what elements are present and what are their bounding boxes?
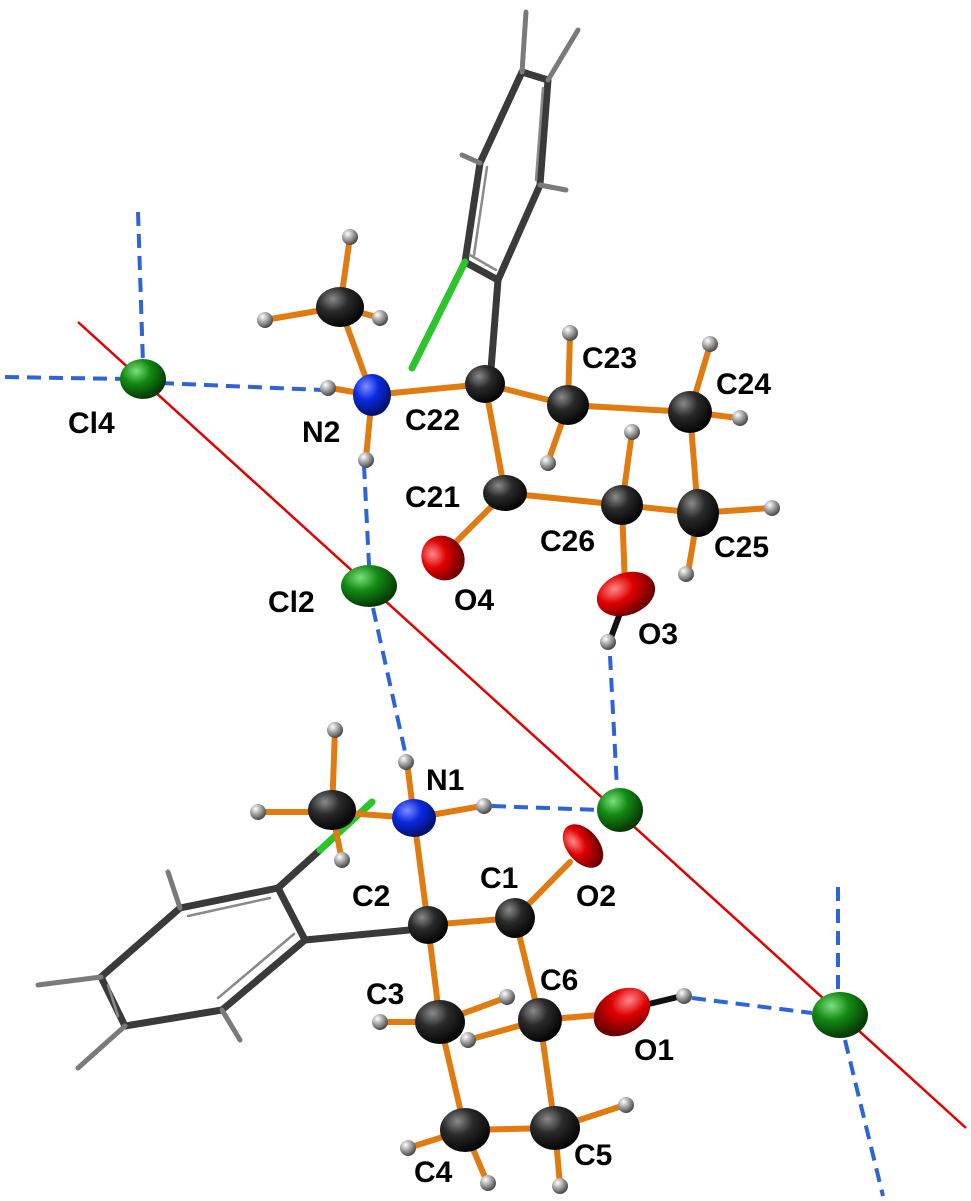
hbond-o1-h-cl	[691, 996, 813, 1015]
orange-bonds	[255, 234, 773, 1188]
label-o4: O4	[454, 584, 494, 617]
label-c3: C3	[366, 978, 404, 1011]
atom-n1	[392, 799, 436, 837]
atom-c4	[440, 1108, 490, 1152]
label-c26: C26	[540, 525, 595, 558]
atom-c3	[415, 1000, 465, 1044]
upper-f-stub	[408, 258, 469, 372]
atom-cl2	[341, 565, 397, 607]
atom-labels: Cl4 N2 C22 C23 C24 C21 C26 C25 Cl2 O4 O3…	[68, 342, 771, 1189]
hbond-cl-down	[843, 1039, 885, 1197]
hbond-cl4-left	[4, 375, 128, 381]
label-n1: N1	[426, 764, 464, 797]
hbond-n2-h-cl2	[362, 464, 371, 566]
atom-c22	[465, 365, 505, 403]
hbond-o3-h-cl	[608, 655, 619, 789]
atom-c21	[483, 475, 527, 511]
atom-n2	[353, 374, 391, 416]
label-c1: C1	[480, 862, 518, 895]
hbond-n1-h-cl	[491, 804, 601, 812]
lower-phenyl-inner	[106, 896, 296, 1018]
label-c21: C21	[405, 481, 460, 514]
label-n2: N2	[302, 416, 340, 449]
atom-c5	[530, 1106, 580, 1150]
label-c6: C6	[540, 964, 578, 997]
hydrogen-bonds	[4, 211, 885, 1197]
atom-o4	[421, 535, 465, 581]
atom-o1	[593, 987, 651, 1037]
label-c4: C4	[414, 1156, 453, 1189]
atom-o2	[562, 824, 604, 868]
atom-o3	[596, 571, 656, 617]
atom-c6	[518, 998, 562, 1042]
label-c2: C2	[352, 880, 390, 913]
label-c5: C5	[574, 1139, 612, 1172]
upper-phenyl-ring	[461, 68, 552, 386]
label-c24: C24	[716, 368, 771, 401]
label-cl4: Cl4	[68, 407, 115, 440]
hydrogen-atoms	[250, 229, 780, 1194]
label-o1: O1	[634, 1034, 674, 1067]
lower-methyl-carbon	[308, 790, 356, 830]
label-o3: O3	[638, 618, 678, 651]
symmetry-line	[77, 321, 967, 1129]
atom-cl-right-mid	[597, 788, 643, 832]
atom-c23	[547, 385, 589, 425]
atom-c26	[601, 485, 643, 525]
lower-phenyl-h	[35, 869, 243, 1071]
atom-cl4	[120, 359, 166, 399]
hbond-cl4-up	[136, 211, 145, 365]
upper-phenyl-h	[459, 9, 581, 193]
label-cl2: Cl2	[268, 586, 315, 619]
atom-c24	[668, 391, 712, 433]
hbond-cl2-h-n1	[371, 607, 408, 757]
atom-c1	[495, 898, 535, 938]
upper-phenyl-inner	[468, 86, 545, 272]
hbond-cl4-h-n2	[159, 381, 323, 392]
atom-c2	[408, 906, 448, 944]
atom-cl-right-low	[812, 992, 868, 1038]
label-c23: C23	[582, 342, 637, 375]
upper-methyl-carbon	[316, 287, 364, 327]
label-o2: O2	[576, 880, 616, 913]
label-c22: C22	[405, 404, 460, 437]
atom-c25	[677, 489, 719, 537]
label-c25: C25	[714, 531, 769, 564]
